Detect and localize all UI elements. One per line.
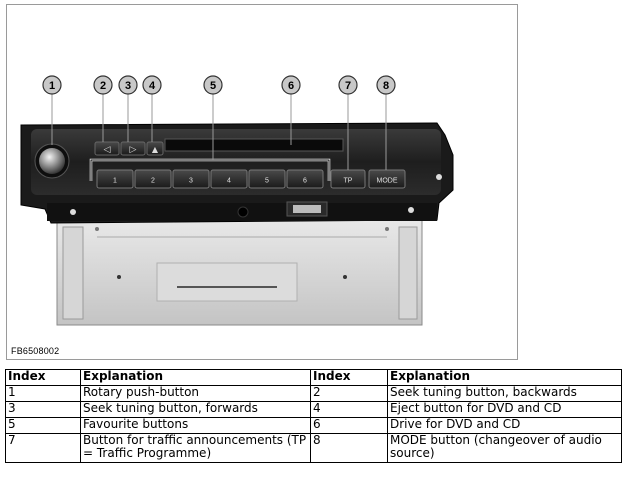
favourite-button-4[interactable] <box>210 169 248 189</box>
cell-explanation: Button for traffic announcements (TP = T… <box>80 433 311 463</box>
callout-number-8: 8 <box>383 80 389 92</box>
favourite-button-label: 6 <box>303 178 307 185</box>
rotary-knob[interactable] <box>34 143 70 179</box>
table-row: 3 Seek tuning button, forwards 4 Eject b… <box>5 401 622 418</box>
favourite-button-1[interactable] <box>96 169 134 189</box>
seek-back-symbol: ◁ <box>104 145 111 155</box>
header-explanation-2: Explanation <box>387 369 622 386</box>
tp-label: TP <box>344 178 353 185</box>
cell-index: 6 <box>310 417 388 434</box>
callout-number-4: 4 <box>149 80 156 92</box>
cell-explanation: Seek tuning button, backwards <box>387 385 622 402</box>
figure-frame: ◁ ▷ ▲ 1 2 3 4 5 6 TP MODE 1 2 3 4 5 6 7 8 FB6508002 <box>6 4 518 360</box>
callout-circle-7 <box>338 75 358 95</box>
cell-index: 8 <box>310 433 388 463</box>
eject-button[interactable] <box>146 141 164 156</box>
header-index-1: Index <box>5 369 81 386</box>
table-header-row: Index Explanation Index Explanation <box>5 369 622 386</box>
header-index-2: Index <box>310 369 388 386</box>
mode-label: MODE <box>377 178 398 185</box>
callout-circle-5 <box>203 75 223 95</box>
callout-circle-4 <box>142 75 162 95</box>
favourite-button-label: 3 <box>189 178 193 185</box>
favourite-button-2[interactable] <box>134 169 172 189</box>
callout-number-7: 7 <box>345 80 351 92</box>
favourite-button-5[interactable] <box>248 169 286 189</box>
callout-number-2: 2 <box>100 80 106 92</box>
cell-index: 1 <box>5 385 81 402</box>
seek-forward-symbol: ▷ <box>130 145 137 155</box>
favourite-button-label: 4 <box>227 178 231 185</box>
callout-number-3: 3 <box>125 80 131 92</box>
table-row: 5 Favourite buttons 6 Drive for DVD and … <box>5 417 622 434</box>
callout-circle-3 <box>118 75 138 95</box>
table-row: 7 Button for traffic announcements (TP =… <box>5 433 622 463</box>
callout-number-1: 1 <box>49 80 55 92</box>
favourite-button-6[interactable] <box>286 169 324 189</box>
header-explanation-1: Explanation <box>80 369 311 386</box>
cell-index: 4 <box>310 401 388 418</box>
callout-circle-1 <box>42 75 62 95</box>
cell-index: 7 <box>5 433 81 463</box>
callouts: 1 2 3 4 5 6 7 8 <box>42 75 396 95</box>
cell-explanation: Rotary push-button <box>80 385 311 402</box>
cell-explanation: Seek tuning button, forwards <box>80 401 311 418</box>
cell-explanation: MODE button (changeover of audio source) <box>387 433 622 463</box>
favourite-button-label: 1 <box>113 178 117 185</box>
figure-code: FB6508002 <box>11 346 60 356</box>
cell-index: 5 <box>5 417 81 434</box>
favourite-button-label: 2 <box>151 178 155 185</box>
callout-circle-8 <box>376 75 396 95</box>
favourite-button-3[interactable] <box>172 169 210 189</box>
mode-button[interactable] <box>368 169 406 189</box>
cell-explanation: Drive for DVD and CD <box>387 417 622 434</box>
callout-circle-2 <box>93 75 113 95</box>
table-row: 1 Rotary push-button 2 Seek tuning butto… <box>5 385 622 402</box>
cell-index: 3 <box>5 401 81 418</box>
callout-leaders <box>51 94 387 170</box>
legend-table: Index Explanation Index Explanation 1 Ro… <box>5 369 622 463</box>
favourite-button-label: 5 <box>265 178 269 185</box>
favourite-buttons: 1 2 3 4 5 6 <box>96 169 324 189</box>
eject-symbol: ▲ <box>152 145 159 154</box>
seek-back-button[interactable] <box>94 141 120 156</box>
radio-unit-illustration: ◁ ▷ ▲ 1 2 3 4 5 6 TP MODE 1 2 3 4 5 6 7 8 <box>20 75 454 326</box>
callout-number-5: 5 <box>210 80 216 92</box>
cell-explanation: Eject button for DVD and CD <box>387 401 622 418</box>
callout-circle-6 <box>281 75 301 95</box>
cell-explanation: Favourite buttons <box>80 417 311 434</box>
disc-slot <box>164 138 344 152</box>
callout-number-6: 6 <box>288 80 294 92</box>
cell-index: 2 <box>310 385 388 402</box>
metal-chassis <box>56 219 423 326</box>
seek-forward-button[interactable] <box>120 141 146 156</box>
